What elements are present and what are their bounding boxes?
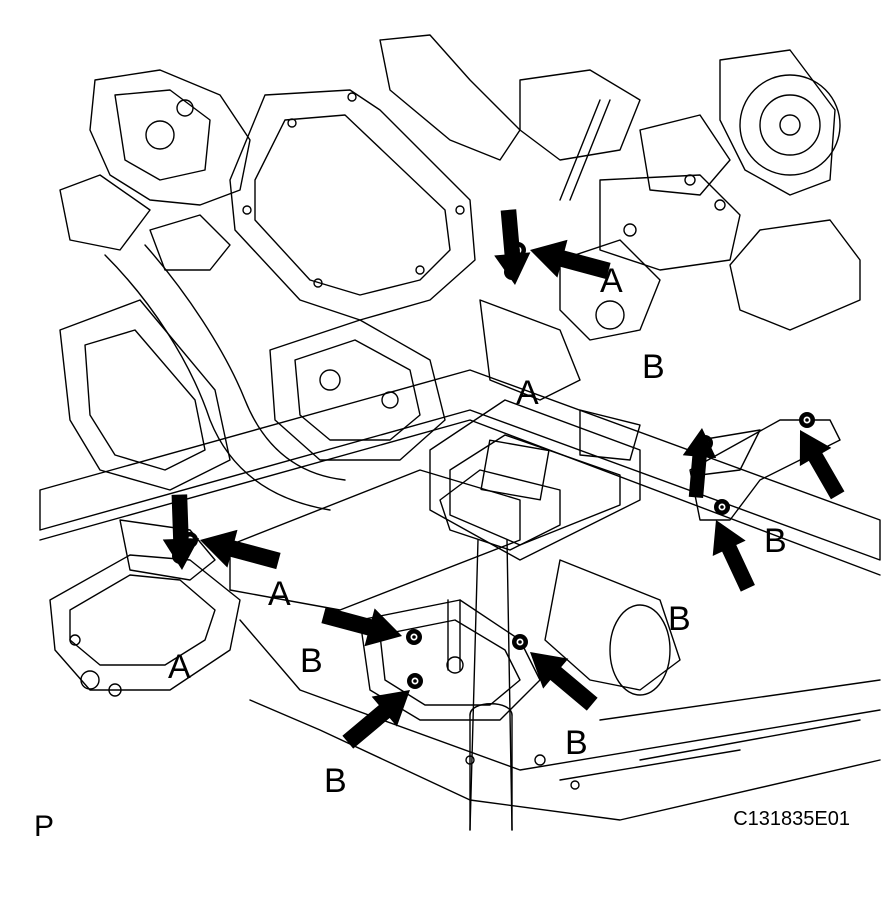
bolt-b5	[407, 673, 423, 689]
arrow-b-center-lower	[335, 674, 423, 758]
arrow-a-left-vertical	[161, 494, 201, 571]
label-b-5: B	[565, 724, 588, 762]
label-a-4: A	[168, 648, 191, 686]
label-a-3: A	[268, 575, 291, 613]
bolt-b3	[714, 499, 730, 515]
label-b-3: B	[668, 600, 691, 638]
label-b-6: B	[324, 762, 347, 800]
arrow-b-lower-diagonal	[699, 512, 765, 597]
bolt-b4	[406, 629, 422, 645]
callout-labels: A A A A B B B B B B	[168, 262, 787, 800]
view-letter: P	[34, 810, 54, 843]
label-a-2: A	[516, 374, 539, 412]
bolt-b2	[799, 412, 815, 428]
arrow-a-left-horizontal	[194, 521, 284, 580]
vehicle-underbody-line-art	[39, 34, 881, 831]
arrow-a-upper-vertical	[490, 208, 534, 287]
arrow-b-center-left	[318, 596, 408, 655]
label-b-2: B	[764, 522, 787, 560]
arrow-b-center-right	[517, 636, 605, 720]
label-b-4: B	[300, 642, 323, 680]
label-a-1: A	[600, 262, 623, 300]
bolt-b6	[512, 634, 528, 650]
callout-arrows	[161, 208, 854, 758]
label-b-1: B	[642, 348, 665, 386]
figure-id: C131835E01	[733, 808, 850, 830]
